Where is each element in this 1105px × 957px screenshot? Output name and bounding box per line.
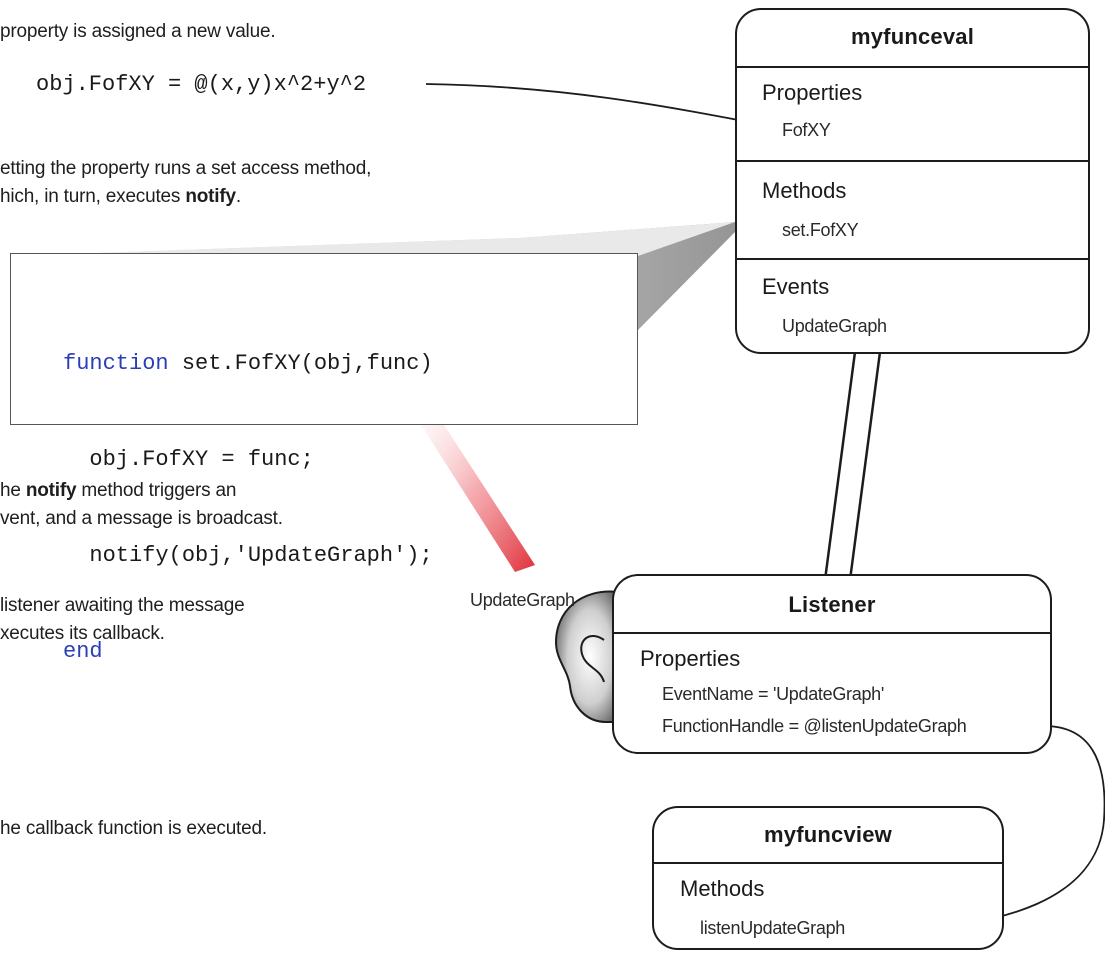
connector-band	[823, 350, 882, 582]
listener-properties-header: Properties	[640, 646, 741, 671]
listener-event-name: EventName = 'UpdateGraph'	[662, 684, 885, 704]
broadcast-beam	[400, 388, 535, 572]
myfuncview-title: myfuncview	[764, 822, 892, 847]
code-line-4: end	[63, 639, 103, 664]
myfuncview-method-item: listenUpdateGraph	[700, 918, 845, 938]
myfunceval-properties-header: Properties	[762, 80, 863, 105]
myfunceval-box: myfunceval Properties FofXY Methods set.…	[735, 8, 1090, 354]
step3-line2: vent, and a message is broadcast.	[0, 508, 283, 529]
myfunceval-title: myfunceval	[850, 24, 975, 49]
step4-line1: listener awaiting the message	[0, 595, 245, 616]
myfunceval-property-item: FofXY	[782, 120, 831, 140]
code-line-3: notify(obj,'UpdateGraph');	[63, 543, 433, 568]
step2-line2: hich, in turn, executes notify.	[0, 186, 241, 207]
step4-note: listener awaiting the message xecutes it…	[0, 592, 245, 648]
assignment-code: obj.FofXY = @(x,y)x^2+y^2	[36, 72, 367, 97]
step1-note: property is assigned a new value.	[0, 21, 276, 42]
step4-line2: xecutes its callback.	[0, 623, 165, 644]
listener-title-divider	[614, 632, 1050, 634]
myfunceval-events-header: Events	[762, 274, 830, 299]
step5-note: he callback function is executed.	[0, 818, 267, 839]
myfunceval-event-item: UpdateGraph	[782, 316, 887, 336]
myfunceval-method-item: set.FofXY	[782, 220, 859, 240]
listener-box: Listener Properties EventName = 'UpdateG…	[612, 574, 1052, 754]
step3-line1: he notify method triggers an	[0, 480, 237, 501]
myfuncview-title-divider	[654, 862, 1002, 864]
step2-note: etting the property runs a set access me…	[0, 155, 371, 211]
code-line-1: function set.FofXY(obj,func)	[63, 351, 433, 376]
broadcast-label: UpdateGraph	[470, 590, 575, 610]
myfunceval-methods-divider	[737, 258, 1088, 260]
step2-line1: etting the property runs a set access me…	[0, 158, 372, 179]
myfuncview-box: myfuncview Methods listenUpdateGraph	[652, 806, 1004, 950]
step3-note: he notify method triggers an vent, and a…	[0, 477, 283, 533]
myfunceval-title-divider	[737, 66, 1088, 68]
code-panel: function set.FofXY(obj,func) obj.FofXY =…	[10, 253, 638, 664]
ear-icon	[554, 590, 619, 723]
myfuncview-methods-header: Methods	[680, 876, 765, 901]
assign-arrow	[425, 83, 771, 127]
code-block: function set.FofXY(obj,func) obj.FofXY =…	[63, 284, 433, 732]
myfunceval-properties-divider	[737, 160, 1088, 162]
code-line-2: obj.FofXY = func;	[63, 447, 314, 472]
highlighted-event-name: ,'UpdateGraph'	[221, 543, 407, 568]
listener-function-handle: FunctionHandle = @listenUpdateGraph	[662, 716, 967, 736]
listener-title: Listener	[788, 592, 876, 617]
myfunceval-methods-header: Methods	[762, 178, 847, 203]
